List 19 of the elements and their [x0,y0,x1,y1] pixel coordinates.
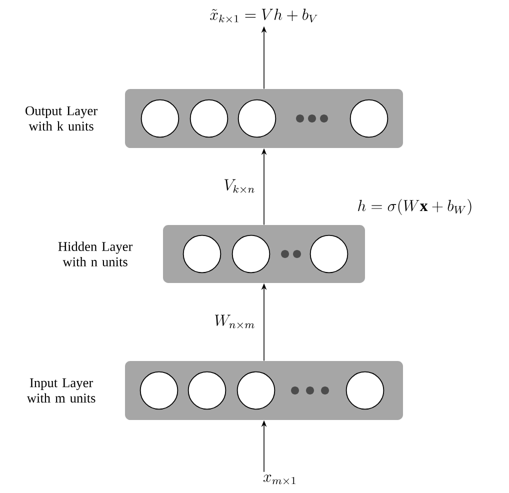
unit-circle [182,234,222,274]
unit-circle [350,99,388,138]
unit-circle [232,234,270,274]
unit-circle [238,99,276,138]
unit-circle [140,99,180,138]
unit-circle [140,371,178,410]
unit-circle [346,371,384,410]
layer-heading: Input Layer with m units [26,378,96,403]
unit-circle [310,234,348,274]
formula: $\tilde{x}_{k\times 1} = Vh + b_V$ [210,8,318,22]
layer-heading: Output Layer with k units [26,106,98,131]
unit-circle [188,371,226,410]
formula: $x_{m\times 1}$ [263,474,296,484]
formula: $h = \sigma(W\mathbf{x} + b_W)$ [358,199,472,216]
unit-circle [236,371,276,410]
edge-label: $W_{n\times m}$ [214,314,254,328]
layer-heading: Hidden Layer with n units [58,242,133,266]
edge-label: $V_{k\times n}$ [224,179,254,193]
unit-circle [190,99,228,138]
